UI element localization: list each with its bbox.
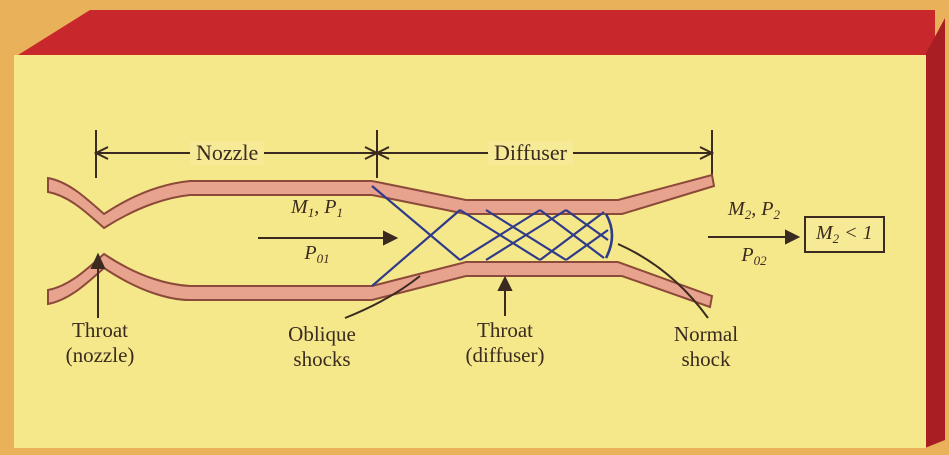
- throat-diffuser-label: Throat (diffuser): [440, 318, 570, 368]
- diffuser-section-label: Diffuser: [488, 141, 573, 165]
- inlet-mach-subscript: 1: [307, 205, 315, 220]
- throat-diffuser-pointer: [497, 275, 513, 316]
- throat-nozzle-pointer: [90, 252, 106, 318]
- exit-condition-subscript: 2: [832, 231, 840, 246]
- exit-pressure-separator: , P: [751, 198, 774, 220]
- panel-face: [14, 55, 926, 448]
- exit-condition-box: M2 < 1: [804, 216, 885, 253]
- oblique-shocks-label: Oblique shocks: [262, 322, 382, 372]
- inlet-flow-label: M1, P1 P01: [272, 196, 362, 270]
- throat-diffuser-line2: (diffuser): [465, 343, 545, 367]
- panel-top: [18, 10, 935, 55]
- nozzle-section-label: Nozzle: [190, 141, 265, 165]
- normal-shock-leader: [617, 243, 709, 319]
- exit-stagnation-pressure-subscript: 02: [753, 253, 767, 268]
- inlet-mach-symbol: M: [291, 196, 308, 218]
- inlet-pressure-subscript: 1: [336, 205, 343, 220]
- lower-duct-wall: [47, 252, 714, 309]
- inlet-stagnation-pressure-symbol: P: [304, 242, 317, 264]
- oblique-shocks-leader: [344, 275, 421, 319]
- normal-shock-line2: shock: [681, 347, 731, 371]
- inlet-pressure-separator: , P: [314, 196, 337, 218]
- exit-condition-mach: M: [816, 222, 833, 244]
- oblique-shocks-line1: Oblique: [288, 322, 356, 346]
- throat-nozzle-line1: Throat: [72, 318, 128, 342]
- throat-nozzle-line2: (nozzle): [65, 343, 135, 367]
- throat-diffuser-line1: Throat: [477, 318, 533, 342]
- upper-duct-wall: [47, 173, 716, 230]
- exit-flow-arrow: [708, 229, 801, 245]
- inlet-stagnation-pressure-subscript: 01: [316, 251, 330, 266]
- exit-mach-subscript: 2: [744, 207, 752, 222]
- exit-condition-inequality: < 1: [839, 222, 873, 244]
- exit-pressure-subscript: 2: [773, 207, 780, 222]
- normal-shock-line1: Normal: [673, 322, 739, 346]
- panel-right: [925, 18, 945, 448]
- inlet-flow-arrow: [258, 230, 399, 246]
- exit-mach-symbol: M: [728, 198, 745, 220]
- oblique-shocks-line2: shocks: [293, 347, 351, 371]
- normal-shock: [604, 213, 614, 259]
- oblique-shock-lines: [371, 185, 609, 287]
- normal-shock-label: Normal shock: [646, 322, 766, 372]
- throat-nozzle-label: Throat (nozzle): [40, 318, 160, 368]
- exit-flow-label: M2, P2 P02: [706, 198, 802, 272]
- exit-stagnation-pressure-symbol: P: [741, 244, 754, 266]
